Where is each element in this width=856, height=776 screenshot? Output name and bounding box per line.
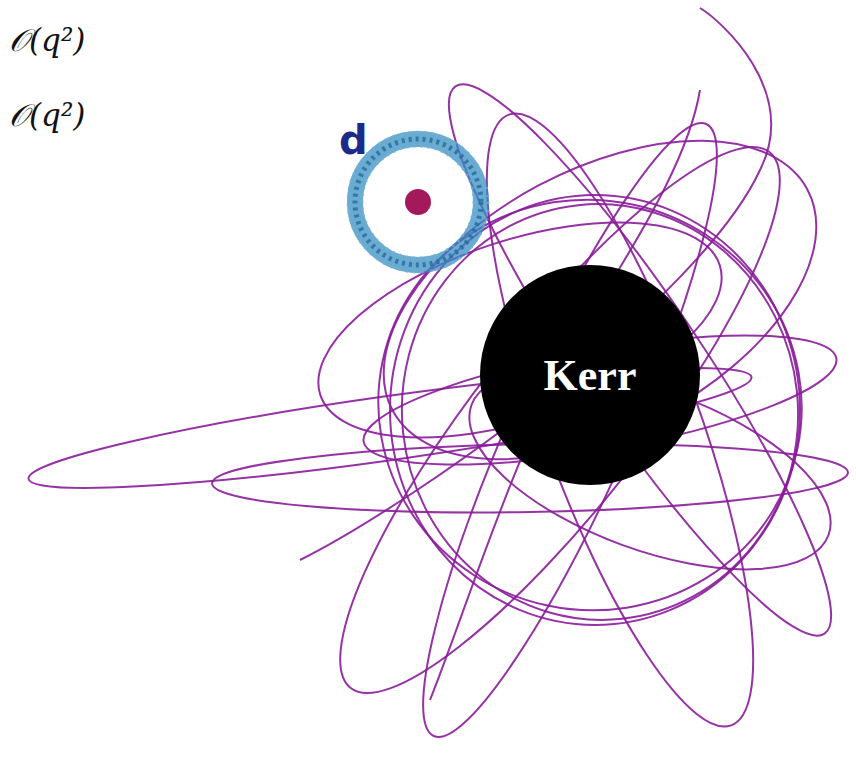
- node-label: Kerr: [544, 350, 637, 401]
- order-label: 𝒪(q²): [6, 97, 88, 134]
- black-hole: Kerr: [480, 265, 700, 485]
- dipole-label: d: [336, 120, 371, 160]
- order-label: 𝒪(q²): [6, 22, 88, 59]
